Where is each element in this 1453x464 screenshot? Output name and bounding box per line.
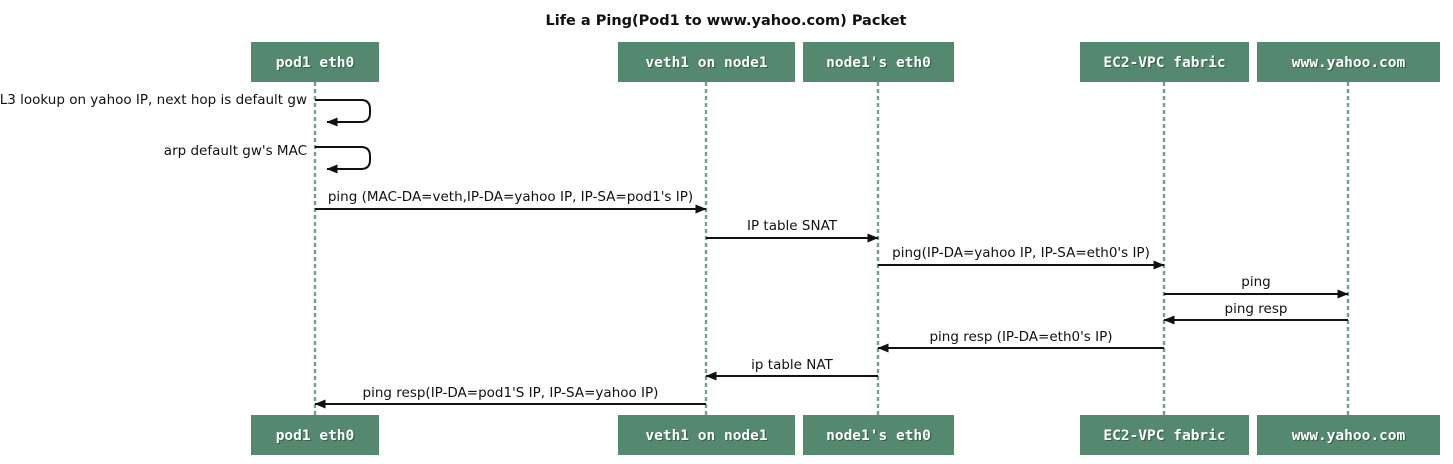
message-m3[interactable]: ping (MAC-DA=veth,IP-DA=yahoo IP, IP-SA=… — [315, 189, 707, 214]
participant-label: EC2-VPC fabric — [1103, 428, 1225, 444]
participant-box — [1080, 42, 1249, 82]
participant-label-shadow: veth1 on node1 — [647, 429, 769, 445]
message-m6[interactable]: ping — [1164, 274, 1349, 299]
self-message-arrow — [315, 146, 371, 174]
message-m1[interactable]: L3 lookup on yahoo IP, next hop is defau… — [0, 92, 371, 127]
participant-label: EC2-VPC fabric — [1103, 55, 1225, 71]
message-label: ping resp(IP-DA=pod1'S IP, IP-SA=yahoo I… — [363, 385, 659, 401]
participant-box — [1080, 415, 1249, 455]
participant-box — [618, 415, 795, 455]
participant-box — [251, 415, 379, 455]
participant-box — [803, 42, 954, 82]
message-label: ping(IP-DA=yahoo IP, IP-SA=eth0's IP) — [892, 245, 1150, 261]
message-m5[interactable]: ping(IP-DA=yahoo IP, IP-SA=eth0's IP) — [878, 245, 1165, 270]
participant-label-shadow: node1's eth0 — [827, 56, 932, 72]
message-label: ping — [1241, 274, 1270, 290]
participant-label: veth1 on node1 — [645, 55, 767, 71]
participant-label-shadow: pod1 eth0 — [277, 429, 356, 445]
message-m8[interactable]: ping resp (IP-DA=eth0's IP) — [877, 329, 1164, 353]
participant-label: www.yahoo.com — [1292, 55, 1406, 71]
participant-label: node1's eth0 — [826, 428, 931, 444]
message-m9[interactable]: ip table NAT — [705, 357, 878, 381]
self-message-arrow — [315, 99, 371, 127]
participant-label: www.yahoo.com — [1292, 428, 1406, 444]
participant-label: pod1 eth0 — [276, 428, 355, 444]
message-label: L3 lookup on yahoo IP, next hop is defau… — [0, 92, 307, 108]
participant-label-shadow: EC2-VPC fabric — [1105, 56, 1227, 72]
participant-box — [803, 415, 954, 455]
message-label: ping resp — [1225, 301, 1288, 317]
participant-label-shadow: veth1 on node1 — [647, 56, 769, 72]
message-label: ip table NAT — [751, 357, 833, 373]
participant-label-shadow: www.yahoo.com — [1293, 429, 1407, 445]
message-label: IP table SNAT — [747, 218, 838, 234]
message-label: ping resp (IP-DA=eth0's IP) — [929, 329, 1112, 345]
participant-label: pod1 eth0 — [276, 55, 355, 71]
participant-label-shadow: EC2-VPC fabric — [1105, 429, 1227, 445]
message-m7[interactable]: ping resp — [1163, 301, 1348, 325]
message-m2[interactable]: arp default gw's MAC — [164, 143, 371, 174]
participant-label-shadow: pod1 eth0 — [277, 56, 356, 72]
participant-label-shadow: www.yahoo.com — [1293, 56, 1407, 72]
message-label: arp default gw's MAC — [164, 143, 307, 159]
message-m10[interactable]: ping resp(IP-DA=pod1'S IP, IP-SA=yahoo I… — [314, 385, 706, 409]
participant-box — [1257, 415, 1440, 455]
participant-label-shadow: node1's eth0 — [827, 429, 932, 445]
message-m4[interactable]: IP table SNAT — [706, 218, 879, 243]
participant-box — [251, 42, 379, 82]
page-title: Life a Ping(Pod1 to www.yahoo.com) Packe… — [546, 13, 907, 29]
messages-group: L3 lookup on yahoo IP, next hop is defau… — [0, 92, 1349, 409]
participant-box — [1257, 42, 1440, 82]
participant-label: node1's eth0 — [826, 55, 931, 71]
message-label: ping (MAC-DA=veth,IP-DA=yahoo IP, IP-SA=… — [328, 189, 693, 205]
participant-box — [618, 42, 795, 82]
participant-label: veth1 on node1 — [645, 428, 767, 444]
